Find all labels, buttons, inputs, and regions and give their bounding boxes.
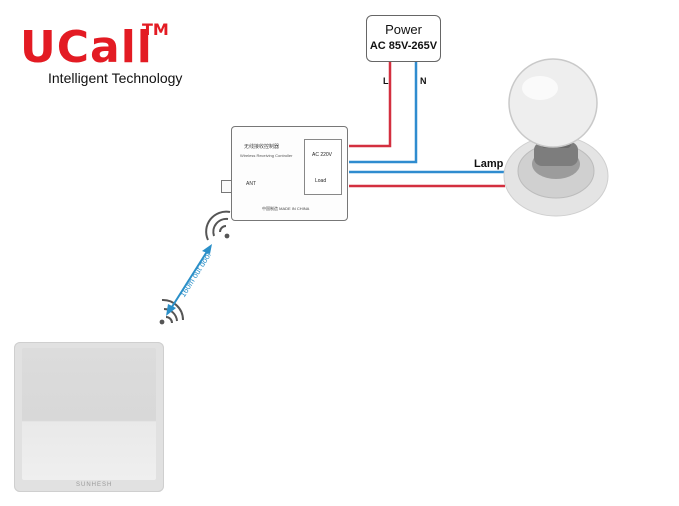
certification-marks: 中国制造 MADE IN CHINA [262,206,310,211]
module-english-title: Wireless Receiving Controller [240,153,293,158]
power-source-box: Power AC 85V-265V [366,15,441,62]
power-title: Power [385,22,422,37]
transmitter-signal-icon [161,298,185,324]
brand-logo: UCall [20,22,153,73]
neutral-wire-label: N [420,76,427,86]
switch-brand-label: SUNHESH [76,482,113,488]
receiver-signal-dot [224,233,230,239]
module-terminal-panel: AC 220V Load [304,139,342,195]
live-wire-label: L [383,76,389,86]
receiver-signal-icon [205,210,231,241]
module-chinese-title: 无线接收控制器 [244,144,280,150]
neutral-wire-input [349,62,418,164]
wireless-controller-module: 无线接收控制器 Wireless Receiving Controller AN… [231,126,348,221]
transmitter-signal-dot [159,319,165,325]
load-label: Load [315,178,327,184]
lamp-illustration [503,58,609,217]
antenna-label: ANT [246,181,256,187]
lamp-label: Lamp [474,158,504,170]
live-wire-input [349,62,392,148]
input-voltage-label: AC 220V [312,152,333,158]
trademark-mark: TM [142,20,169,39]
power-voltage-range: AC 85V-265V [369,40,438,52]
wall-switch-rocker [22,348,156,480]
brand-tagline: Intelligent Technology [48,70,183,86]
distance-arrow [166,244,212,316]
